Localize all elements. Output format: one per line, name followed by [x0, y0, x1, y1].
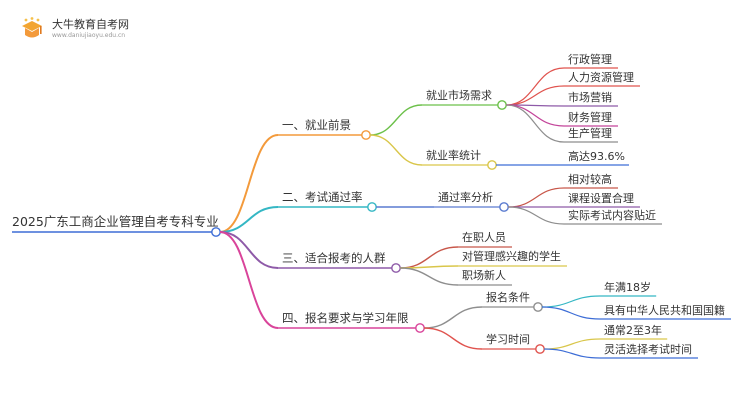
leaf-label: 财务管理	[568, 110, 612, 124]
child-node	[533, 302, 543, 312]
leaf-connector	[505, 104, 565, 143]
child-connector	[399, 267, 459, 286]
leaf-label: 实际考试内容贴近	[568, 208, 656, 222]
leaf-label: 灵活选择考试时间	[604, 342, 692, 356]
child-connector	[423, 306, 483, 329]
child-node	[487, 160, 497, 170]
child-connector	[369, 104, 423, 136]
child-connector	[399, 246, 459, 269]
branch-node	[391, 263, 401, 273]
branch-connector	[219, 134, 279, 233]
leaf-label: 课程设置合理	[568, 191, 634, 205]
branch-node	[415, 323, 425, 333]
leaf-connector	[507, 206, 565, 225]
child-node	[499, 202, 509, 212]
branch-node	[367, 202, 377, 212]
child-node	[497, 100, 507, 110]
logo-title: 大牛教育自考网	[52, 18, 129, 31]
child-label: 学习时间	[486, 332, 530, 346]
leaf-label: 年满18岁	[604, 280, 651, 294]
child-label: 就业率统计	[426, 148, 481, 162]
branch-label: 四、报名要求与学习年限	[282, 311, 409, 325]
child-label: 对管理感兴趣的学生	[462, 249, 561, 263]
child-label: 报名条件	[486, 290, 530, 304]
graduation-book-icon	[22, 17, 42, 38]
leaf-label: 人力资源管理	[568, 70, 634, 84]
child-label: 职场新人	[462, 268, 506, 282]
leaf-label: 生产管理	[568, 126, 612, 140]
leaf-connector	[507, 187, 565, 208]
branch-connector	[219, 231, 279, 269]
child-node	[535, 344, 545, 354]
leaf-label: 高达93.6%	[568, 149, 625, 163]
child-label: 通过率分析	[438, 190, 493, 204]
branch-connector	[219, 206, 279, 233]
root-node	[211, 227, 221, 237]
leaf-label: 市场营销	[568, 90, 612, 104]
branch-label: 二、考试通过率	[282, 190, 363, 204]
leaf-label: 通常2至3年	[604, 323, 662, 337]
leaf-connector	[543, 348, 601, 359]
child-connector	[369, 134, 423, 166]
child-connector	[423, 327, 483, 350]
leaf-connector	[541, 306, 601, 320]
leaf-connector	[543, 338, 601, 350]
branch-connector	[219, 231, 279, 329]
leaf-label: 相对较高	[568, 172, 612, 186]
branch-label: 一、就业前景	[282, 118, 351, 132]
leaf-connector	[505, 85, 565, 106]
leaf-connector	[541, 295, 601, 308]
child-label: 在职人员	[462, 231, 506, 244]
branch-node	[361, 130, 371, 140]
root-label: 2025广东工商企业管理自考专科专业	[12, 214, 219, 229]
logo-subtitle: www.daniujiaoyu.edu.cn	[52, 32, 126, 39]
site-logo: 大牛教育自考网 www.daniujiaoyu.edu.cn	[18, 14, 158, 50]
child-label: 就业市场需求	[426, 88, 492, 102]
leaf-label: 行政管理	[568, 52, 612, 66]
branch-label: 三、适合报考的人群	[282, 251, 386, 265]
leaf-label: 具有中华人民共和国国籍	[604, 303, 725, 317]
